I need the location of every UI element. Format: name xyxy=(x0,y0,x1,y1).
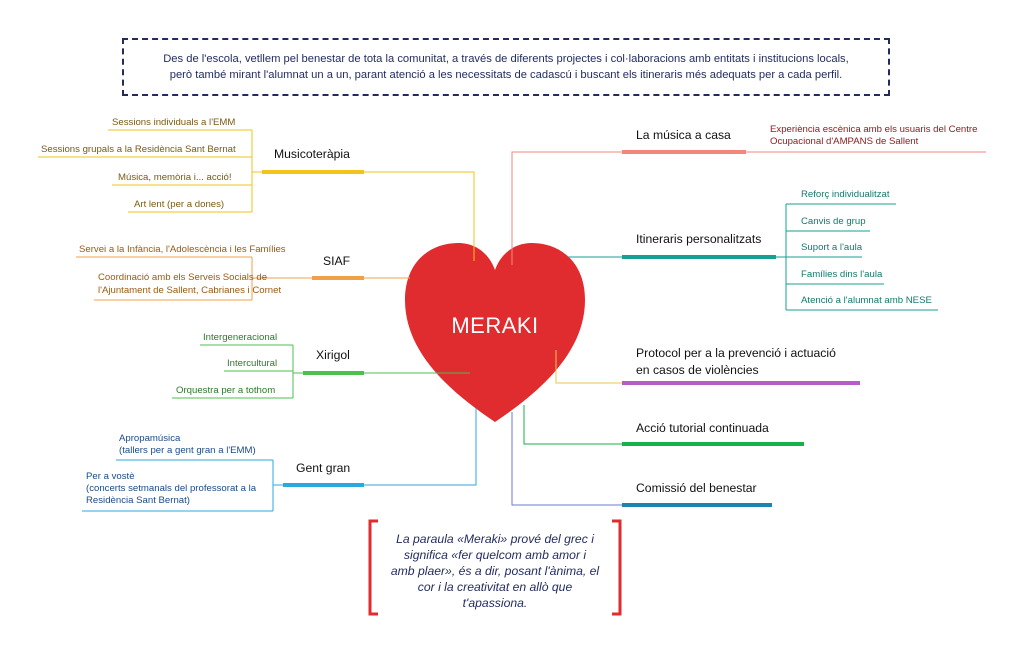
branch-musicoterapia: Musicoteràpia xyxy=(274,147,350,161)
branch-comissio: Comissió del benestar xyxy=(636,481,757,495)
intro-line-2: però també mirant l'alumnat un a un, par… xyxy=(169,69,843,81)
gent-gran-item-1-line-1: Apropamúsica xyxy=(119,433,181,444)
comissio-connector xyxy=(511,412,622,506)
gent-gran-item-1-line-2: (tallers per a gent gran a l'EMM) xyxy=(119,445,256,456)
branch-itineraris: Itineraris personalitzats xyxy=(636,232,762,246)
musica-casa-connectors xyxy=(511,151,986,265)
siaf-item-2-line-2: l'Ajuntament de Sallent, Cabrianes i Cor… xyxy=(98,285,282,296)
gent-gran-connectors xyxy=(82,408,477,512)
xirigol-item-1: Intergeneracional xyxy=(203,332,278,343)
musicoterapia-item-2: Sessions grupals a la Residència Sant Be… xyxy=(41,144,236,155)
musicoterapia-item-3: Música, memòria i... acció! xyxy=(118,172,232,183)
gent-gran-item-2-line-3: Residència Sant Bernat) xyxy=(86,495,190,506)
itineraris-item-1: Reforç individualitzat xyxy=(801,189,890,200)
branch-xirigol: Xirigol xyxy=(316,348,350,362)
siaf-item-2: Coordinació amb els Serveis Socials de l… xyxy=(98,271,281,297)
protocol-line-2: en casos de violències xyxy=(636,363,759,377)
gent-gran-item-2-line-1: Per a vostè xyxy=(86,471,135,482)
quote-line-1: La paraula «Meraki» prové del grec i xyxy=(396,532,594,546)
itineraris-item-5: Atenció a l'alumnat amb NESE xyxy=(801,295,932,306)
gent-gran-item-2: Per a vostè (concerts setmanals del prof… xyxy=(86,471,256,507)
protocol-line-1: Protocol per a la prevenció i actuació xyxy=(636,346,836,360)
musica-casa-item: Experiència escènica amb els usuaris del… xyxy=(770,124,977,148)
heart-shape xyxy=(405,243,585,422)
gent-gran-item-1: Apropamúsica (tallers per a gent gran a … xyxy=(119,433,256,457)
center-label: MERAKI xyxy=(451,313,539,338)
gent-gran-item-2-line-2: (concerts setmanals del professorat a la xyxy=(86,483,257,494)
branch-gent-gran: Gent gran xyxy=(296,461,351,475)
itineraris-connectors xyxy=(568,203,938,311)
itineraris-item-3: Suport a l'aula xyxy=(801,242,863,253)
quote-left-bracket xyxy=(368,519,378,616)
musica-casa-item-line-1: Experiència escènica amb els usuaris del… xyxy=(770,124,978,135)
siaf-connectors xyxy=(76,256,410,301)
siaf-item-1: Servei a la Infància, l'Adolescència i l… xyxy=(79,244,286,255)
musicoterapia-item-1: Sessions individuals a l'EMM xyxy=(112,117,236,128)
xirigol-connectors xyxy=(172,344,470,399)
accio-tutorial-connector xyxy=(523,405,622,445)
xirigol-item-3: Orquestra per a tothom xyxy=(176,385,276,396)
intro-box: Des de l'escola, vetllem pel benestar de… xyxy=(122,38,890,96)
branch-musica-casa: La música a casa xyxy=(636,128,731,142)
musicoterapia-connectors xyxy=(38,129,475,261)
siaf-item-2-line-1: Coordinació amb els Serveis Socials de xyxy=(98,272,268,283)
musica-casa-item-line-2: Ocupacional d'AMPANS de Sallent xyxy=(770,136,919,147)
meraki-quote: La paraula «Meraki» prové del grec i sig… xyxy=(372,523,618,619)
branch-siaf: SIAF xyxy=(323,254,351,268)
quote-right-bracket xyxy=(612,519,622,616)
branch-accio-tutorial: Acció tutorial continuada xyxy=(636,421,769,435)
quote-line-2: significa «fer quelcom amb amor i xyxy=(403,548,587,562)
xirigol-item-2: Intercultural xyxy=(227,358,278,369)
musicoterapia-item-4: Art lent (per a dones) xyxy=(134,199,225,210)
intro-line-1: Des de l'escola, vetllem pel benestar de… xyxy=(163,53,849,65)
quote-line-5: t'apassiona. xyxy=(462,596,528,610)
itineraris-item-4: Famílies dins l'aula xyxy=(801,269,883,280)
protocol-connector xyxy=(555,350,622,384)
itineraris-item-2: Canvis de grup xyxy=(801,216,866,227)
quote-line-4: cor i la creativitat en allò que xyxy=(417,580,573,594)
quote-line-3: amb plaer», és a dir, posant l'ànima, el xyxy=(390,564,600,578)
branch-protocol: Protocol per a la prevenció i actuació e… xyxy=(636,345,836,379)
